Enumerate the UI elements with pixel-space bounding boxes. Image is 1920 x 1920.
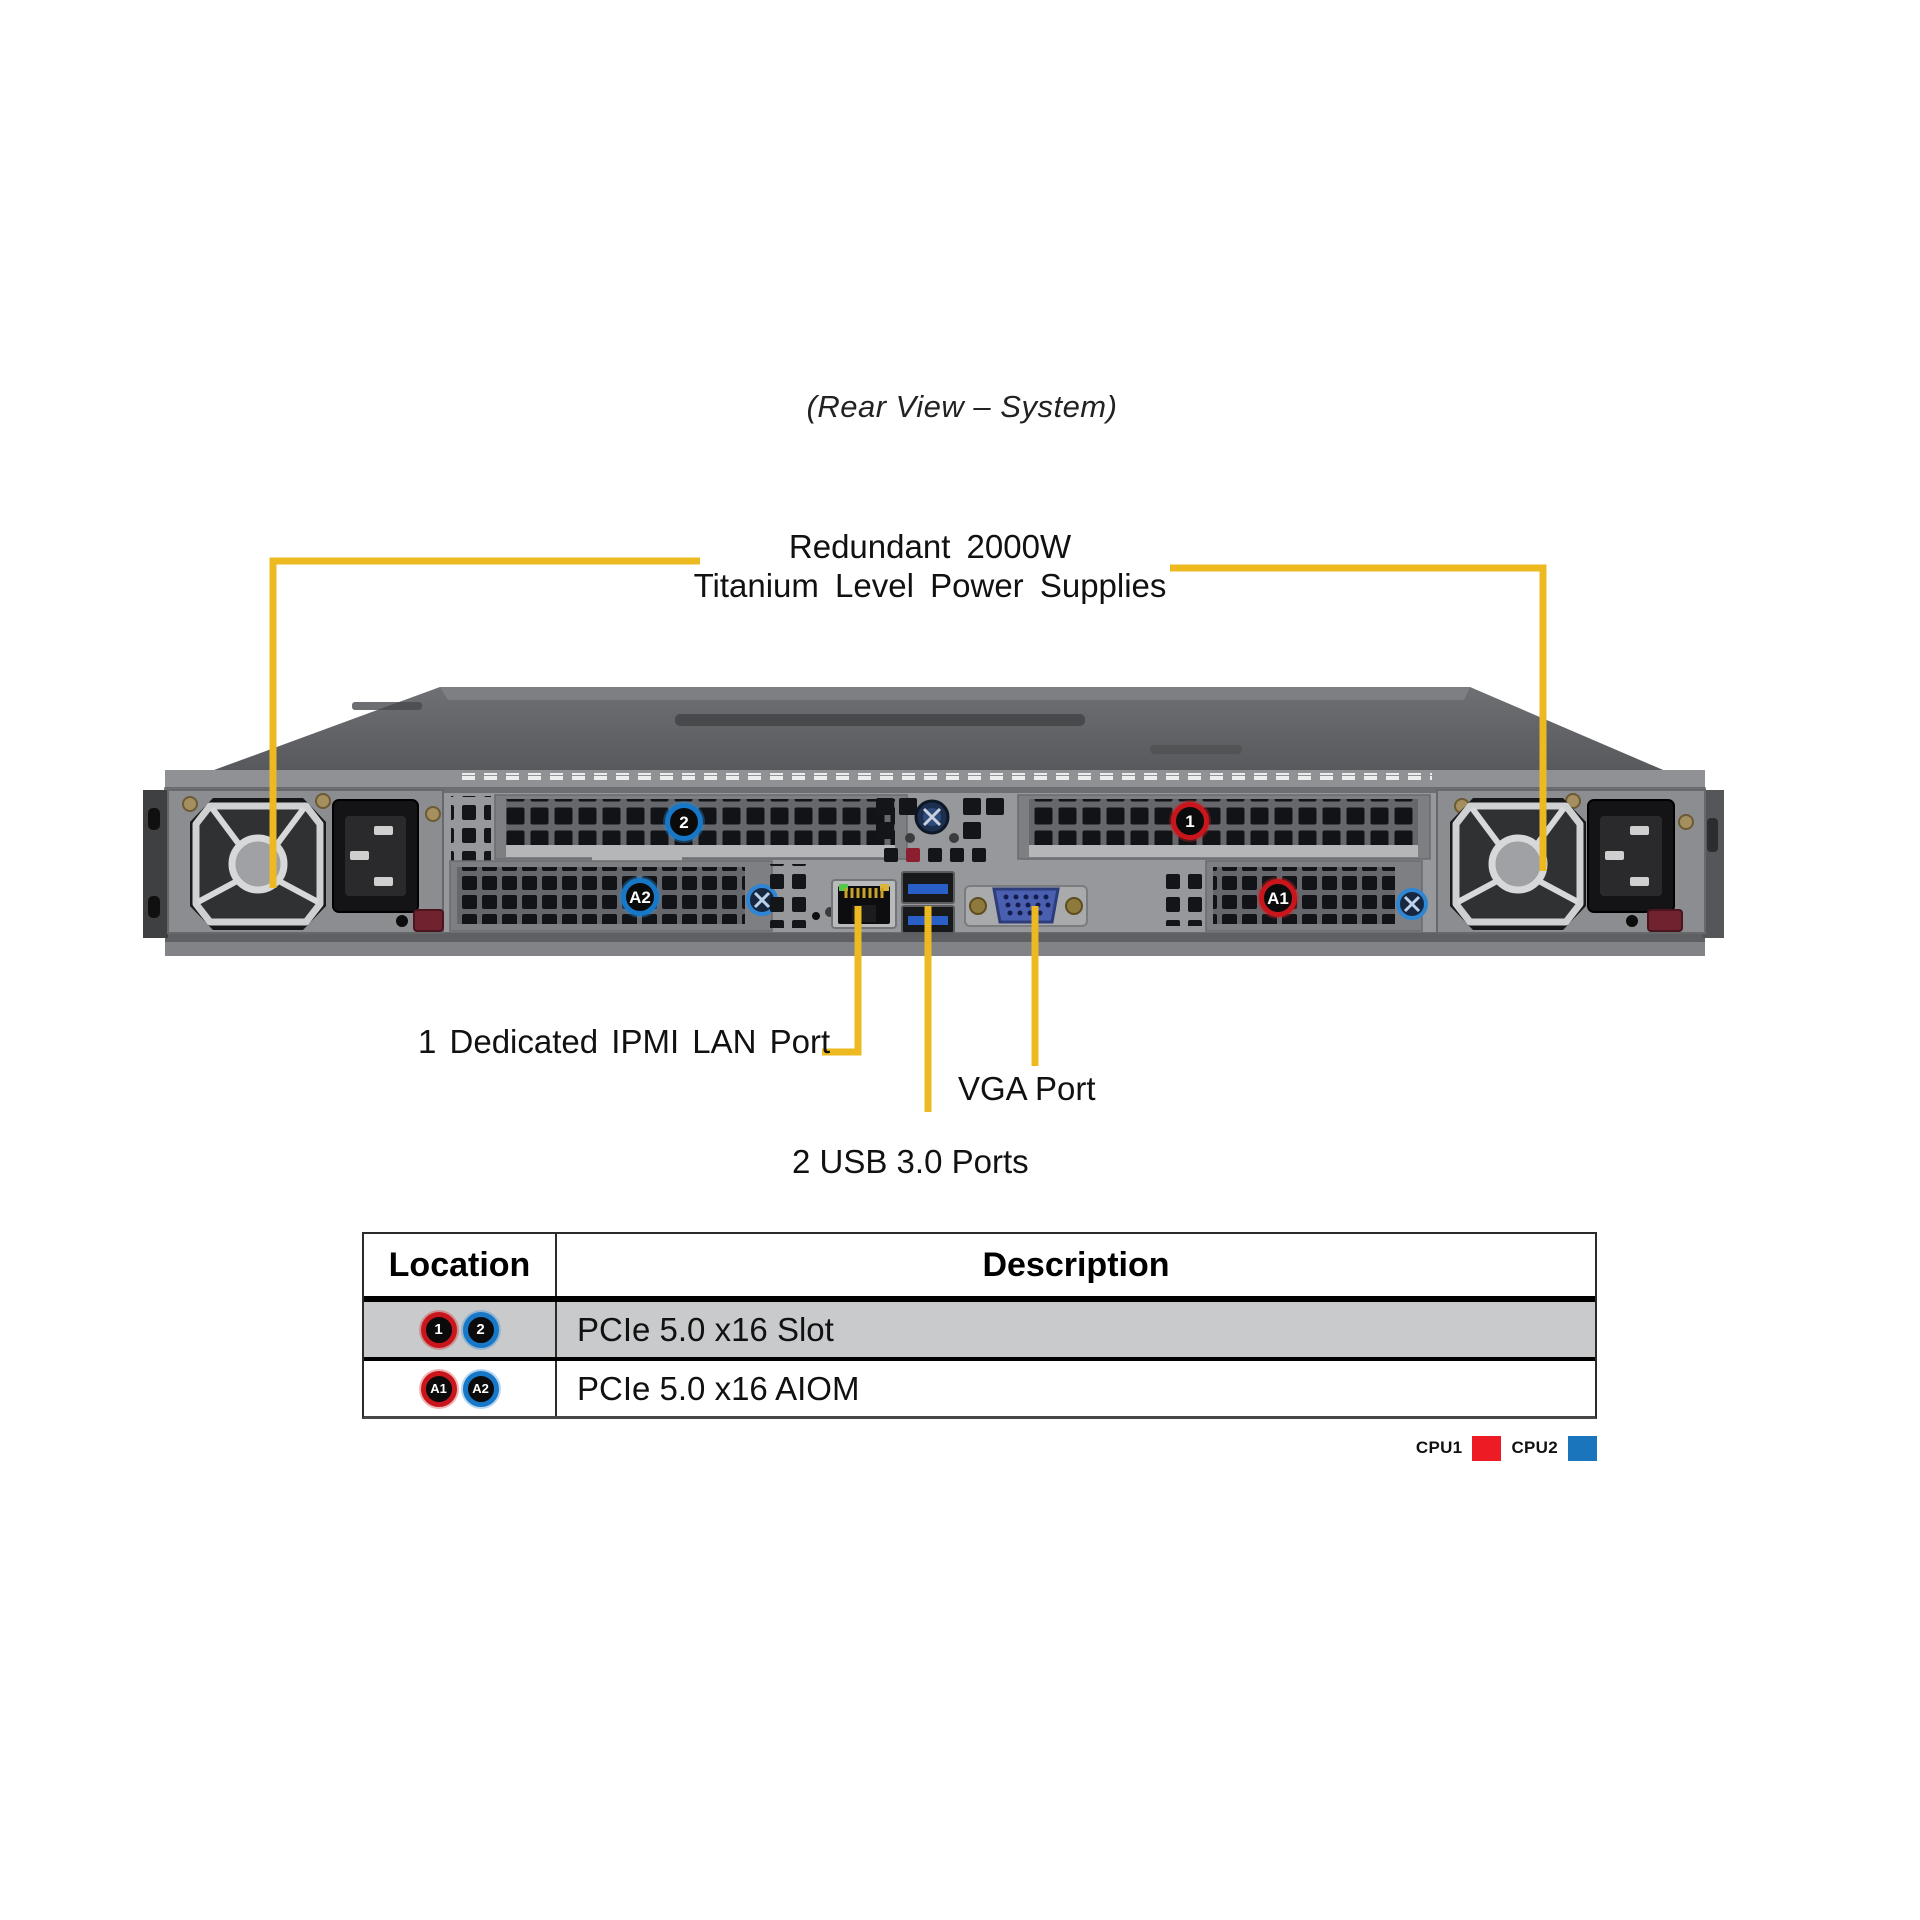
chassis-badge-slot1: 1 xyxy=(1171,802,1209,840)
psu-callout-line1: Redundant 2000W xyxy=(788,528,1072,565)
legend-cpu2-swatch xyxy=(1568,1435,1597,1461)
red-vent-square xyxy=(906,848,920,862)
row2-description-text: PCIe 5.0 x16 AIOM xyxy=(577,1369,860,1407)
table-row-pcie-slot: 1 2 PCIe 5.0 x16 Slot xyxy=(364,1302,1595,1361)
right-psu-latch xyxy=(1647,909,1683,932)
chassis-front-lip xyxy=(165,770,1705,788)
table-badge-1: 1 xyxy=(420,1311,457,1348)
center-thumbscrew-icon xyxy=(914,799,950,835)
row1-description-text: PCIe 5.0 x16 Slot xyxy=(577,1310,834,1348)
table-row-aiom: A1 A2 PCIe 5.0 x16 AIOM xyxy=(364,1361,1595,1416)
callout-line-ipmi xyxy=(822,906,862,1056)
psu-callout-label: Redundant 2000W Titanium Level Power Sup… xyxy=(660,527,1200,605)
aiom-a2-opening xyxy=(449,855,778,932)
callout-line-psu-right xyxy=(1170,564,1547,871)
location-description-table: Location Description 1 2 PCIe 5.0 x16 Sl… xyxy=(362,1232,1597,1419)
right-psu-ac-inlet xyxy=(1587,799,1675,913)
io-cluster xyxy=(770,864,1088,934)
vga-port xyxy=(964,885,1088,927)
right-psu-button xyxy=(1626,915,1638,927)
aiom-a1-thumbscrew-icon xyxy=(1396,888,1428,920)
right-power-supply xyxy=(1436,789,1706,934)
legend-cpu1-swatch xyxy=(1472,1435,1502,1461)
pcie-slot-1-opening xyxy=(1017,794,1431,860)
vga-port-label: VGA Port xyxy=(958,1070,1096,1107)
row2-description-cell: PCIe 5.0 x16 AIOM xyxy=(557,1361,1595,1416)
left-rack-ear xyxy=(143,790,168,938)
table-header-location: Location xyxy=(364,1234,557,1296)
row2-location-cell: A1 A2 xyxy=(364,1361,557,1416)
chassis-badge-slot2: 2 xyxy=(665,803,703,841)
chassis-badge-a2: A2 xyxy=(621,878,659,916)
legend-cpu1-label: CPU1 xyxy=(1415,1438,1463,1457)
cpu-legend: CPU1 CPU2 xyxy=(1270,1432,1597,1464)
usb-ports-label: 2 USB 3.0 Ports xyxy=(792,1143,1029,1180)
header-description-text: Description xyxy=(982,1245,1170,1284)
chassis-badge-a1: A1 xyxy=(1259,879,1297,917)
header-location-text: Location xyxy=(388,1245,531,1284)
table-header-row: Location Description xyxy=(364,1234,1595,1302)
left-psu-ac-inlet xyxy=(332,799,419,913)
table-header-description: Description xyxy=(557,1246,1595,1285)
chassis-top-surface xyxy=(165,687,1705,788)
psu-callout-line2: Titanium Level Power Supplies xyxy=(693,567,1167,604)
legend-cpu2-label: CPU2 xyxy=(1511,1438,1558,1457)
center-bracket xyxy=(876,798,1004,862)
right-rack-ear xyxy=(1702,790,1724,938)
table-badge-a2: A2 xyxy=(462,1370,499,1407)
left-psu-button xyxy=(396,915,408,927)
page-title: (Rear View – System) xyxy=(806,389,1118,424)
left-power-supply xyxy=(167,789,444,934)
ipmi-lan-port xyxy=(831,879,897,929)
left-psu-fan-icon xyxy=(190,798,326,930)
aiom-a1-opening xyxy=(1162,860,1428,932)
table-badge-a1: A1 xyxy=(420,1370,457,1407)
row1-location-cell: 1 2 xyxy=(364,1302,557,1357)
right-psu-fan-icon xyxy=(1450,798,1586,930)
row1-description-cell: PCIe 5.0 x16 Slot xyxy=(557,1302,1595,1357)
callout-line-psu-left xyxy=(269,557,700,888)
ipmi-port-label: 1 Dedicated IPMI LAN Port xyxy=(418,1023,831,1060)
table-badge-2: 2 xyxy=(462,1311,499,1348)
left-psu-latch xyxy=(413,909,444,932)
